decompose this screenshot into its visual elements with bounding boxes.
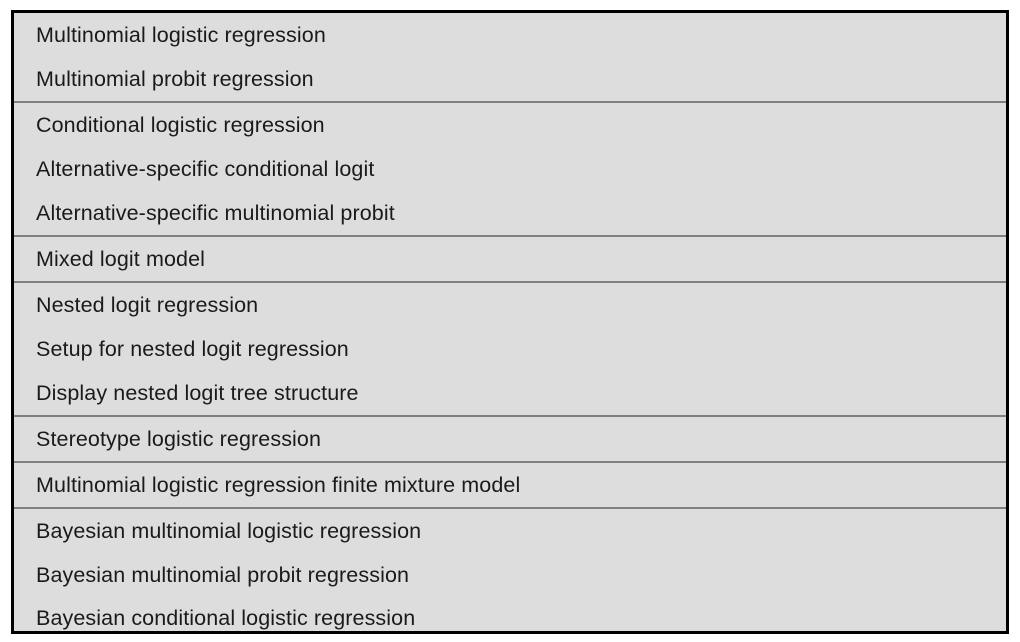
menu-item[interactable]: Alternative-specific multinomial probit [14, 191, 1006, 235]
menu-item[interactable]: Setup for nested logit regression [14, 327, 1006, 371]
menu-item[interactable]: Alternative-specific conditional logit [14, 147, 1006, 191]
menu-group: Multinomial logistic regression Multinom… [14, 13, 1006, 101]
menu-group: Conditional logistic regression Alternat… [14, 101, 1006, 235]
menu-item[interactable]: Multinomial probit regression [14, 57, 1006, 101]
menu-item[interactable]: Multinomial logistic regression finite m… [14, 463, 1006, 507]
menu-item[interactable]: Bayesian multinomial logistic regression [14, 509, 1006, 553]
menu-item[interactable]: Stereotype logistic regression [14, 417, 1006, 461]
menu-group: Multinomial logistic regression finite m… [14, 461, 1006, 507]
menu-item[interactable]: Nested logit regression [14, 283, 1006, 327]
menu-item[interactable]: Bayesian multinomial probit regression [14, 553, 1006, 597]
model-menu-table: Multinomial logistic regression Multinom… [11, 10, 1009, 634]
menu-item[interactable]: Bayesian conditional logistic regression [14, 597, 1006, 631]
menu-item[interactable]: Display nested logit tree structure [14, 371, 1006, 415]
menu-item[interactable]: Multinomial logistic regression [14, 13, 1006, 57]
menu-item[interactable]: Mixed logit model [14, 237, 1006, 281]
menu-group: Nested logit regression Setup for nested… [14, 281, 1006, 415]
menu-group: Mixed logit model [14, 235, 1006, 281]
menu-group: Bayesian multinomial logistic regression… [14, 507, 1006, 631]
menu-item[interactable]: Conditional logistic regression [14, 103, 1006, 147]
menu-group: Stereotype logistic regression [14, 415, 1006, 461]
